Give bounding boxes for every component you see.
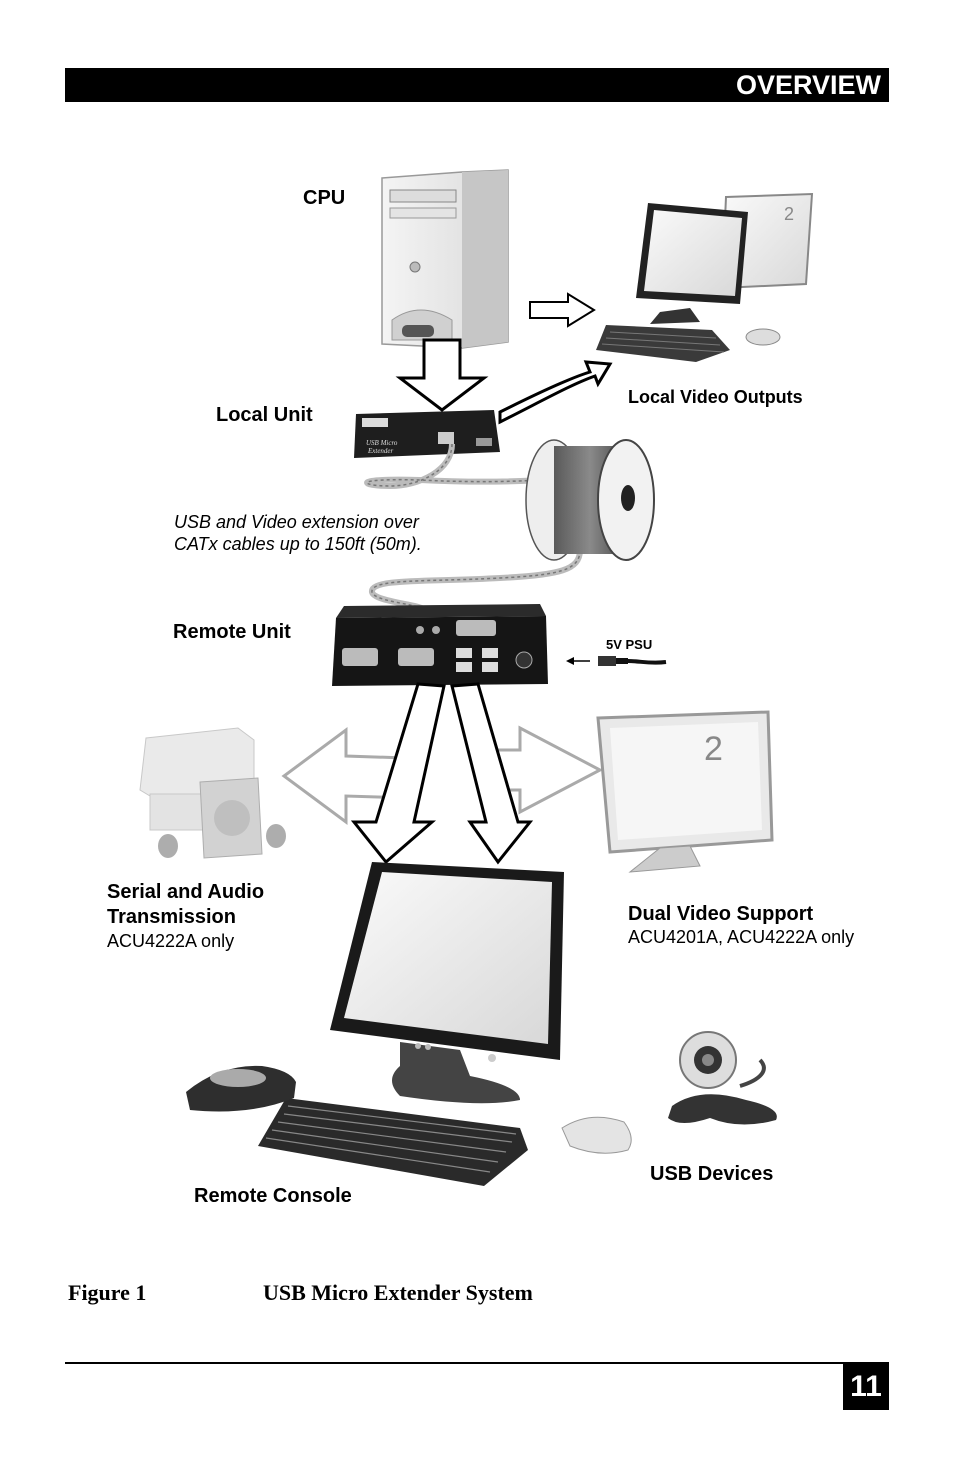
footer-rule	[65, 1362, 889, 1364]
mouse-illustration	[561, 1116, 632, 1154]
psu-label: 5V PSU	[606, 637, 653, 652]
local-video-outputs-label: Local Video Outputs	[628, 387, 803, 407]
serial-audio-sublabel: ACU4222A only	[107, 931, 235, 951]
figure-title: USB Micro Extender System	[263, 1280, 533, 1305]
arrow-curved-outline	[498, 360, 613, 425]
section-title: OVERVIEW	[735, 70, 881, 100]
cable-note-line-2: CATx cables up to 150ft (50m).	[174, 534, 422, 554]
local-unit-model-text: Extender	[367, 447, 394, 455]
local-monitors-illustration: 2	[596, 192, 814, 362]
usb-devices-label: USB Devices	[650, 1163, 774, 1185]
cable-note-line-1: USB and Video extension over	[174, 512, 419, 532]
local-unit-brand-text: USB Micro	[366, 439, 398, 447]
local-unit-label: Local Unit	[216, 404, 313, 426]
local-unit-illustration: USB Micro Extender	[354, 410, 500, 458]
monitor-two-label: 2	[784, 204, 794, 224]
page-number: 11	[843, 1364, 889, 1410]
cpu-tower-illustration	[381, 169, 509, 349]
arrow-down-right-outline	[450, 682, 534, 865]
figure-number: Figure 1	[68, 1280, 147, 1305]
arrow-down-left-outline	[350, 682, 446, 865]
printer-speakers-illustration	[139, 727, 286, 859]
dual-video-label: Dual Video Support	[628, 903, 814, 925]
cpu-label: CPU	[303, 187, 346, 209]
remote-console-monitor-illustration	[330, 862, 564, 1104]
header-bar: OVERVIEW	[65, 68, 889, 102]
power-supply-illustration	[566, 656, 667, 666]
arrow-down-outline	[395, 338, 489, 412]
dual-video-sublabel: ACU4201A, ACU4222A only	[628, 927, 855, 947]
remote-unit-label: Remote Unit	[173, 621, 291, 643]
remote-unit-illustration	[332, 604, 548, 686]
remote-console-label: Remote Console	[194, 1185, 352, 1207]
keyboard-illustration	[258, 1098, 528, 1186]
monitor-two-large-label: 2	[704, 730, 723, 768]
webcam-illustration	[668, 1031, 777, 1125]
dual-video-monitor-illustration: 2	[596, 710, 774, 873]
cable-spool-illustration	[364, 439, 655, 613]
serial-audio-label-line-2: Transmission	[107, 906, 236, 928]
external-drive-illustration	[186, 1065, 296, 1112]
arrow-right-outline	[529, 292, 596, 328]
serial-audio-label-line-1: Serial and Audio	[107, 881, 265, 903]
